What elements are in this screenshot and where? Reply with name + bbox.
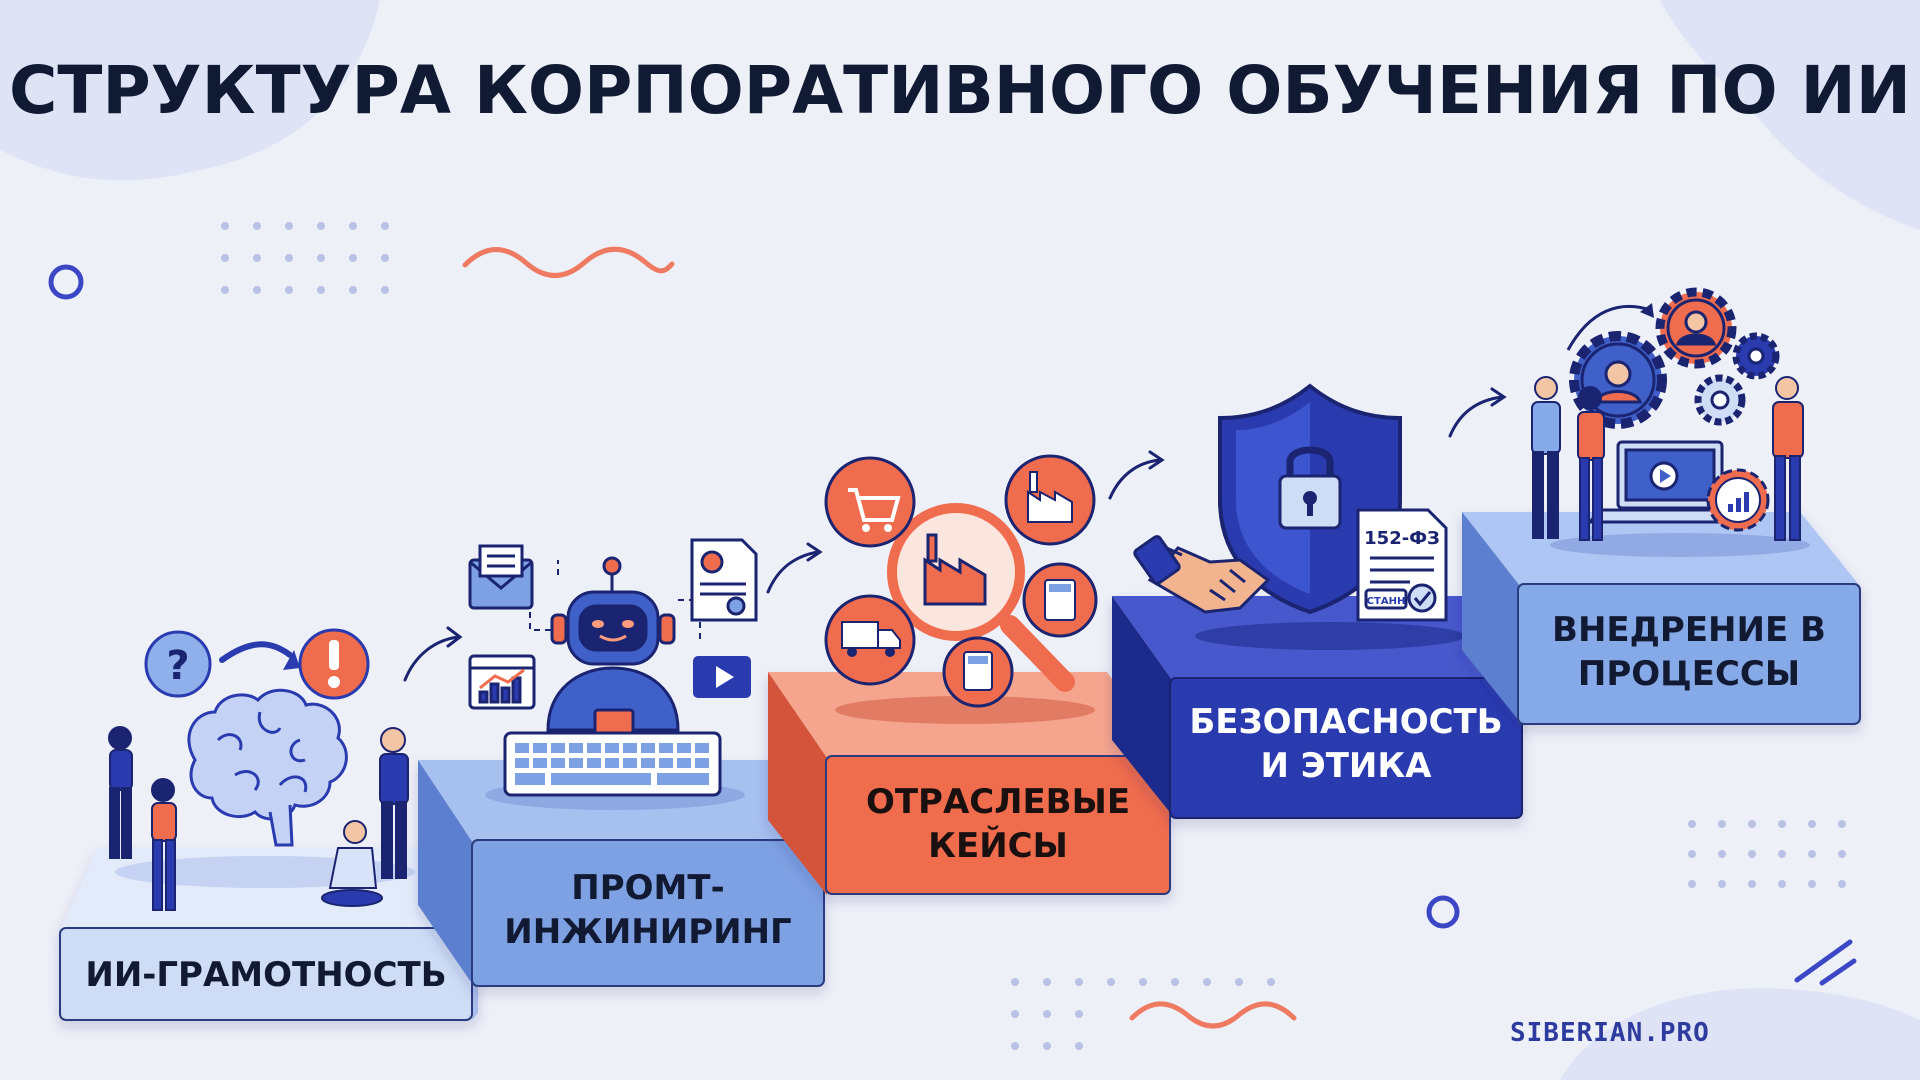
svg-text:?: ?	[166, 643, 189, 689]
decor-dots-top	[221, 222, 389, 294]
decor-dots-bottom-right	[1688, 820, 1846, 888]
decor-ring-right	[1426, 895, 1460, 929]
people-icon	[1531, 376, 1804, 541]
envelope-icon	[468, 544, 534, 610]
shield-lock-icon	[1218, 383, 1402, 615]
step-1-label: ИИ-ГРАМОТНОСТЬ	[85, 955, 447, 995]
keyboard-icon	[503, 731, 722, 797]
people-icon	[108, 726, 409, 911]
handshake-icon	[1133, 535, 1271, 614]
decor-slashes	[1794, 939, 1857, 986]
exclamation-icon	[298, 628, 370, 700]
decor-wave-top	[462, 246, 675, 278]
law-document-icon	[1356, 508, 1448, 622]
calculator-bottom-icon	[942, 636, 1014, 708]
chart-icon	[468, 654, 536, 710]
brand-watermark: SIBERIAN.PRO	[1510, 1018, 1710, 1048]
step-3-label: ОТРАСЛЕВЫЕ КЕЙСЫ	[865, 782, 1131, 866]
page-title: СТРУКТУРА КОРПОРАТИВНОГО ОБУЧЕНИЯ ПО ИИ	[8, 52, 1912, 129]
cart-icon	[824, 456, 916, 548]
law-document-stamp: СТАНН	[1367, 596, 1406, 607]
law-document-number: 152-ФЗ	[1364, 528, 1440, 549]
background-blob-top-right	[1660, 0, 1920, 230]
factory-circle-icon	[1004, 454, 1096, 546]
step-5-label: ВНЕДРЕНИЕ В ПРОЦЕССЫ	[1552, 610, 1826, 694]
magnifier-icon	[887, 503, 1075, 692]
brain-icon	[187, 688, 348, 847]
play-icon	[693, 656, 751, 698]
decor-dots-bottom-center	[1011, 978, 1275, 1050]
question-icon: ?	[144, 630, 212, 698]
growth-gear-icon	[1706, 468, 1770, 532]
step-4-label: БЕЗОПАСНОСТЬ И ЭТИКА	[1189, 702, 1503, 786]
calculator-icon	[1022, 562, 1098, 638]
background-blob-top-left	[0, 0, 380, 181]
arrow-icon	[219, 641, 293, 663]
decor-wave-bottom	[1129, 1001, 1297, 1029]
step-2-label: ПРОМТ-ИНЖИНИРИНГ	[504, 868, 792, 952]
background-blob-bottom-right	[1560, 988, 1920, 1080]
decor-ring-left	[48, 264, 84, 300]
truck-icon	[824, 594, 916, 686]
arrow-connectors	[403, 387, 1507, 682]
robot-icon	[546, 556, 680, 738]
document-icon	[690, 538, 758, 622]
factory-icon	[923, 533, 987, 606]
